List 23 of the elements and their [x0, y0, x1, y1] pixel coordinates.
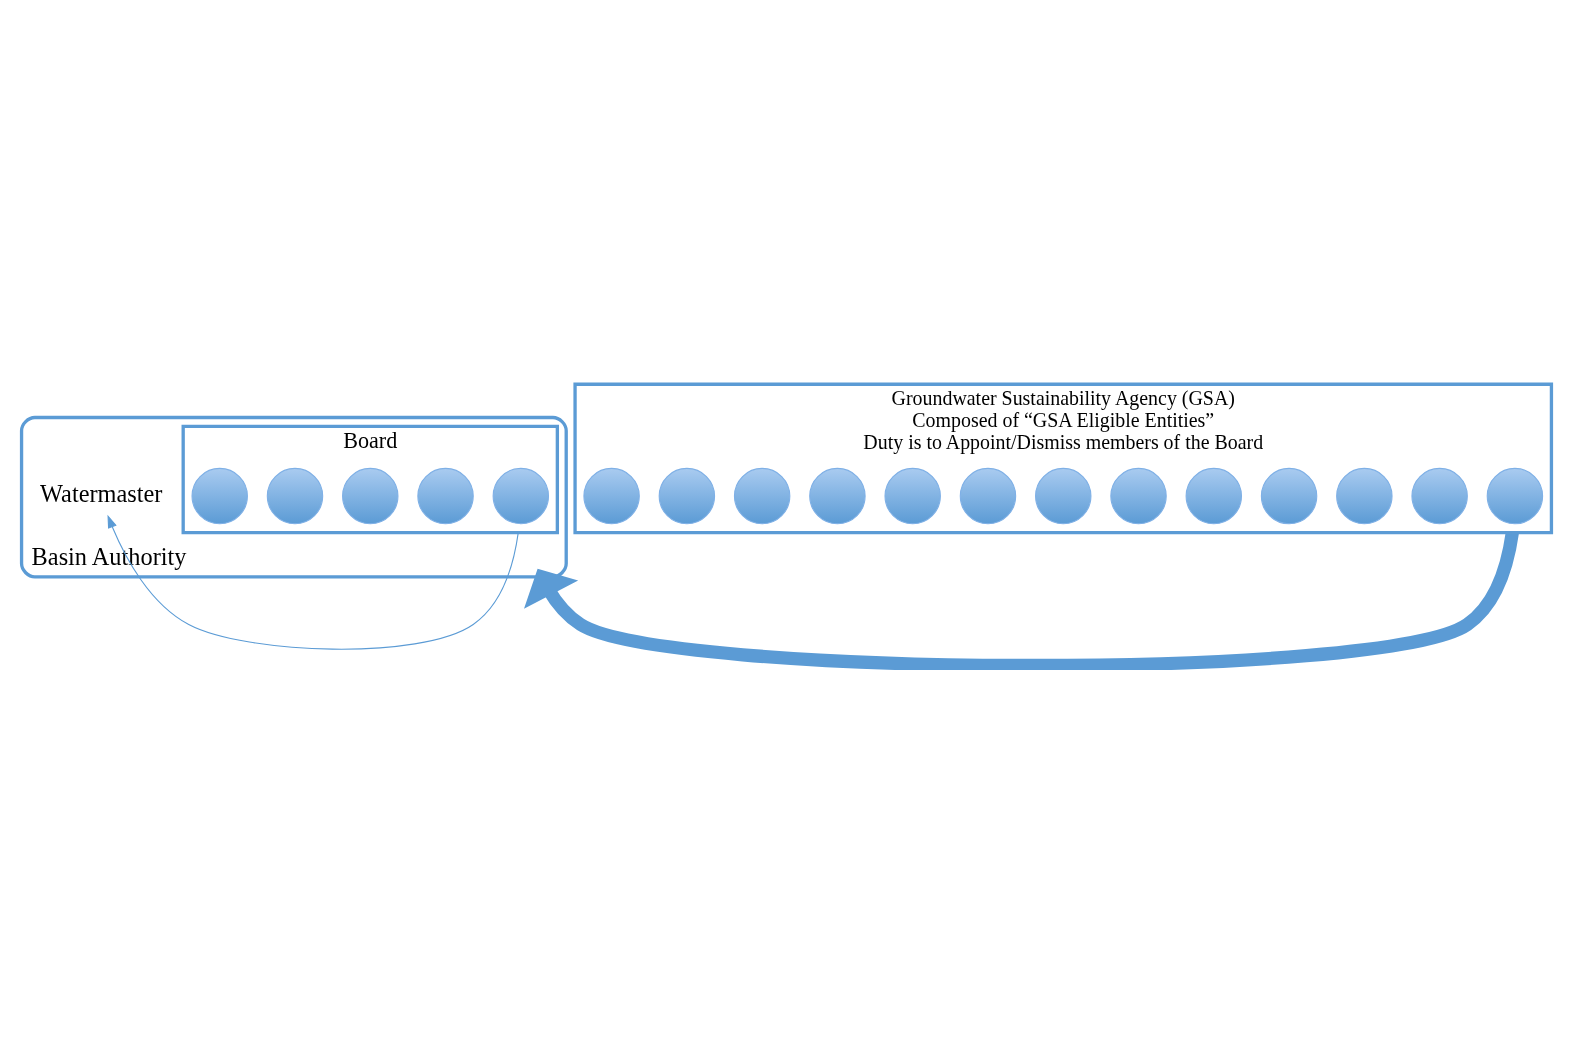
node-circle — [492, 467, 550, 525]
cluster: Board — [181, 424, 559, 535]
node-circle — [1110, 467, 1167, 525]
node-circle — [884, 467, 941, 525]
node-circle — [1260, 467, 1318, 525]
node-circle — [1185, 467, 1243, 525]
node-circle — [658, 467, 716, 525]
node-circle — [417, 467, 474, 525]
node-circle — [266, 467, 324, 525]
node-circle — [1035, 467, 1092, 525]
arrow — [107, 514, 519, 650]
node-circle — [959, 467, 1017, 525]
node-circle — [1336, 467, 1393, 525]
node-circle — [809, 467, 866, 525]
node-circle — [733, 467, 791, 525]
node-text: Watermaster — [40, 480, 163, 508]
node-circle — [342, 467, 399, 525]
node-circle — [191, 467, 248, 525]
arrow — [524, 531, 1519, 670]
node-circle — [1411, 467, 1468, 525]
node-circle — [1486, 467, 1544, 525]
node-circle — [583, 467, 640, 525]
cluster: Groundwater Sustainability Agency (GSA) Composed of “GSA Eligible Entities” Duty is to Appoint/Dismiss members of the Board — [573, 382, 1554, 535]
